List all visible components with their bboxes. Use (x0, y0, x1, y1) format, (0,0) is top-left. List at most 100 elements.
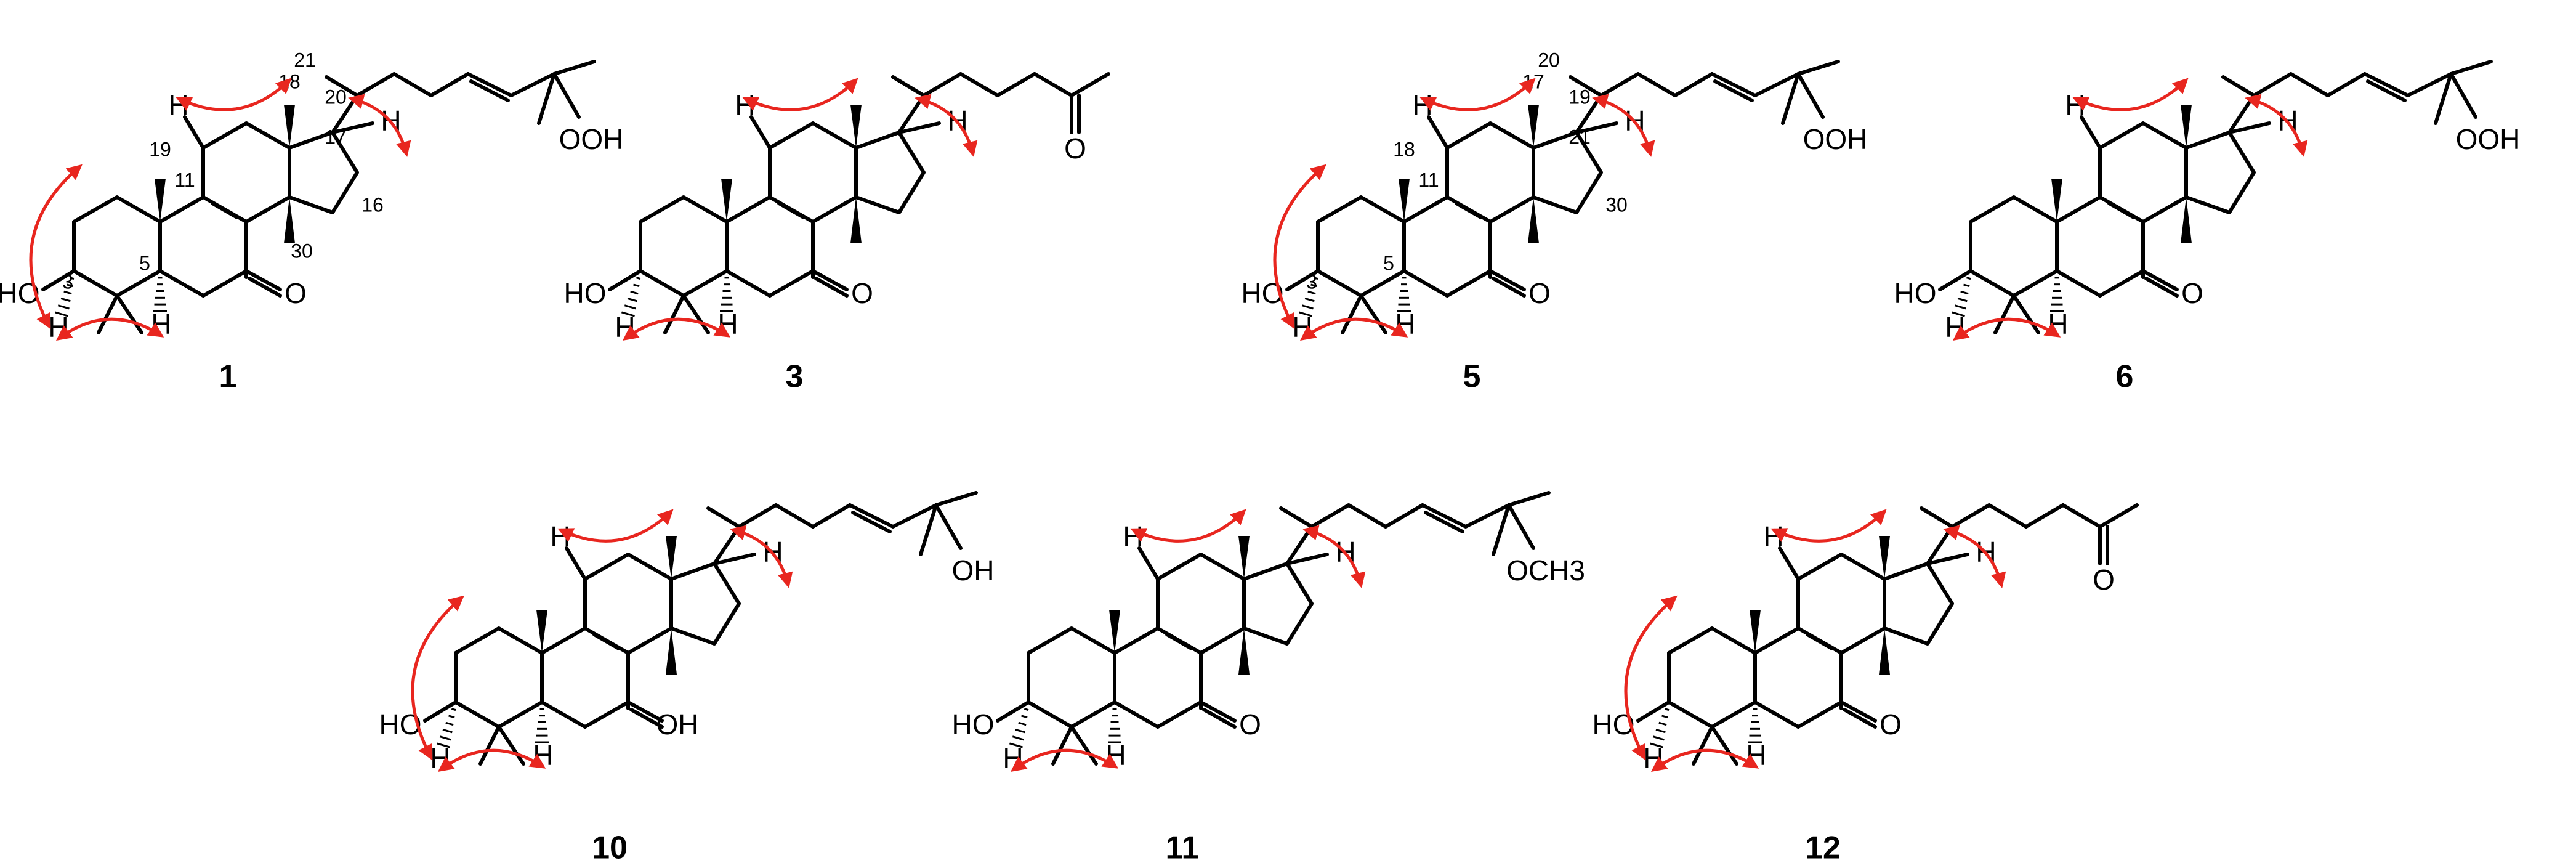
noe-correlation-arrow (176, 78, 292, 111)
c7-o-bond-2 (814, 277, 849, 298)
ring-b (158, 195, 248, 298)
noe-correlation-arrow (1770, 509, 1887, 543)
double-bond (1806, 633, 1834, 650)
h11-label: H (1412, 89, 1432, 121)
c7-oxygen-label: O (851, 277, 873, 309)
c11-bond (1427, 115, 1449, 150)
carbon-number-3: 3 (1306, 270, 1317, 293)
noe-correlation-arrow (557, 509, 674, 543)
c7-o-bond-2 (1492, 277, 1526, 298)
terminal-group-label: OOH (2456, 123, 2521, 155)
wedge-bond (1238, 628, 1250, 675)
noe-correlation-arrow (1952, 317, 2061, 341)
wedge-bond (1528, 105, 1539, 148)
noe-correlation-arrow (1624, 595, 1678, 761)
ring-a (72, 195, 162, 298)
ring-b (725, 195, 815, 298)
ring-b (1753, 626, 1843, 729)
ring-d (1883, 562, 1954, 646)
methyl-4a (1051, 725, 1073, 766)
double-bond (1455, 201, 1483, 219)
noe-correlation-arrow (2072, 78, 2189, 111)
c27-methyl (919, 503, 938, 556)
c21-methyl (706, 506, 741, 529)
ring-a (639, 195, 729, 298)
ring-b (1402, 195, 1492, 298)
compound-label-5: 5 (1463, 359, 1481, 395)
noe-correlation-arrow (411, 595, 464, 761)
c7-o-bond (1488, 269, 1526, 291)
compound-label-10: 10 (592, 830, 628, 863)
noe-correlation-arrow (1943, 525, 2006, 588)
c7-o-bond-2 (2144, 277, 2179, 298)
carbon-number-20: 20 (325, 86, 347, 108)
carbon-number-30: 30 (291, 240, 313, 262)
ring-c (1445, 121, 1535, 224)
c27-methyl (537, 72, 556, 125)
wedge-bond (1238, 536, 1250, 579)
c11-bond (1137, 546, 1160, 581)
ring-c (2098, 121, 2188, 224)
wedge-bond (1109, 610, 1120, 653)
ring-c (583, 553, 673, 655)
ring-b (540, 626, 630, 729)
ring-a (1969, 195, 2059, 298)
methyl-4a (1341, 294, 1363, 334)
side-chain-ketone (2061, 503, 2139, 529)
c21-methyl (1920, 506, 1954, 529)
h11-label: H (1123, 521, 1143, 553)
noe-correlation-arrow (1650, 748, 1759, 772)
c7-oxygen-label: O (285, 277, 307, 309)
wedge-bond (1528, 197, 1539, 243)
c3-o-bond (1636, 700, 1671, 723)
methyl-4a (1993, 294, 2016, 334)
noe-correlation-arrow (915, 94, 978, 157)
hashed-bond (1397, 277, 1411, 312)
h11-label: H (550, 521, 570, 553)
noe-correlation-arrow (1130, 509, 1246, 543)
carbon-number-21: 21 (1569, 126, 1591, 148)
noe-correlation-arrow (1010, 748, 1119, 772)
c7-oxygen-label: O (1528, 277, 1551, 309)
noe-correlation-arrow (1302, 525, 1366, 588)
c11-bond (2080, 115, 2102, 150)
carbon-number-11: 11 (1418, 169, 1439, 191)
h11-label: H (2065, 89, 2085, 121)
ring-a (1027, 626, 1116, 729)
c27-methyl (1781, 72, 1800, 125)
c7-o-bond (1199, 700, 1237, 723)
terminal-group-label: OCH3 (1506, 554, 1585, 586)
c3-o-bond (996, 700, 1030, 723)
noe-correlation-arrow (1419, 78, 1536, 111)
double-bond (211, 201, 239, 219)
carbon-number-30: 30 (1605, 193, 1628, 216)
wedge-bond (2181, 105, 2192, 148)
carbon-number-18: 18 (1393, 138, 1415, 160)
double-bond (777, 201, 806, 219)
alkene-double (1424, 511, 1464, 533)
hydroxyl-3-label: HO (564, 277, 607, 309)
carbon-number-19: 19 (1569, 86, 1591, 108)
side-chain-alkene (848, 503, 963, 550)
ring-a (1316, 195, 1406, 298)
c7-o-bond (244, 269, 282, 291)
methyl-4b (682, 294, 710, 334)
wedge-bond (2051, 179, 2062, 222)
noe-correlation-arrow (742, 78, 858, 111)
compound-label-1: 1 (219, 359, 237, 395)
methyl-4b (1710, 725, 1738, 766)
ring-d (669, 562, 741, 646)
side-chain-alkene (466, 72, 581, 119)
c7-oxygen-label: OH (656, 708, 699, 740)
c21-methyl (891, 75, 926, 97)
noe-correlation-arrow (1299, 317, 1408, 341)
side-chain-alkene (1421, 503, 1535, 550)
ring-c (201, 121, 291, 224)
noe-correlation-arrow (2245, 94, 2308, 157)
